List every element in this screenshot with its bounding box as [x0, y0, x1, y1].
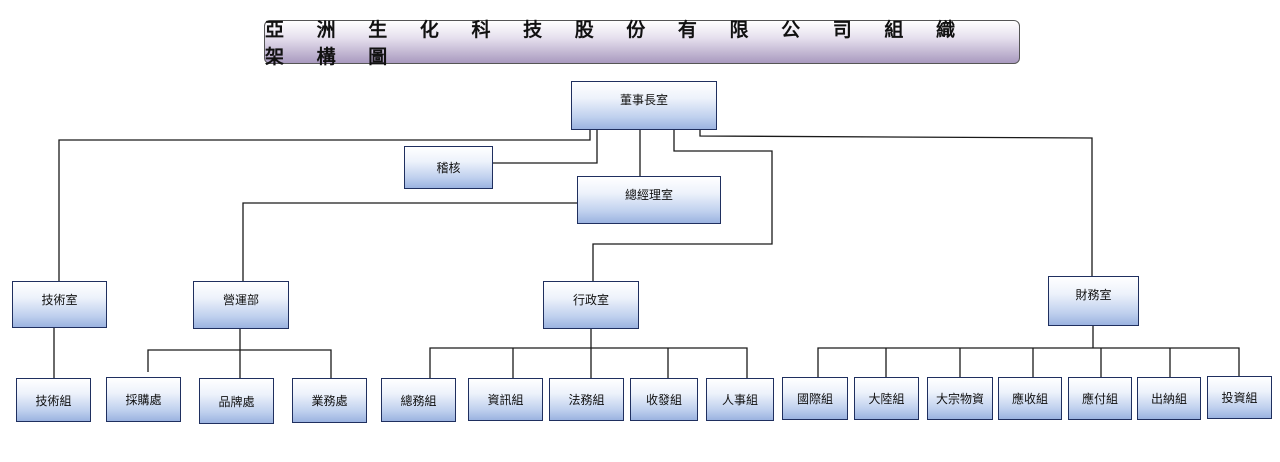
node-brand: 品牌處: [199, 378, 274, 424]
node-tech-group-label: 技術組: [35, 393, 72, 408]
node-general-affairs: 總務組: [381, 378, 456, 422]
chart-title-banner: 亞 洲 生 化 科 技 股 份 有 限 公 司 組 織 架 構 圖: [264, 19, 1020, 68]
node-commodities-label: 大宗物資: [935, 392, 984, 406]
node-cashier-label: 出納組: [1150, 392, 1187, 406]
node-legal: 法務組: [549, 378, 624, 421]
node-receivable: 應收組: [998, 377, 1062, 420]
node-mail: 收發組: [630, 378, 698, 421]
node-mail-label: 收發組: [645, 393, 682, 407]
node-tech-group: 技術組: [16, 378, 91, 422]
node-operations: 營運部: [193, 281, 289, 329]
node-finance: 財務室: [1048, 276, 1139, 326]
node-receivable-label: 應收組: [1011, 392, 1048, 406]
node-tech-office: 技術室: [12, 281, 107, 328]
node-tech-office-label: 技術室: [41, 293, 78, 307]
node-info: 資訊組: [468, 378, 543, 421]
node-operations-label: 營運部: [222, 293, 259, 307]
node-admin-label: 行政室: [572, 293, 609, 307]
node-chairman: 董事長室: [571, 81, 717, 130]
node-mainland: 大陸組: [854, 377, 919, 420]
node-legal-label: 法務組: [568, 393, 605, 407]
node-finance-label: 財務室: [1075, 288, 1112, 302]
node-gm: 總經理室: [577, 176, 721, 224]
node-business: 業務處: [292, 378, 367, 423]
node-audit: 稽核: [404, 146, 493, 189]
node-info-label: 資訊組: [487, 393, 524, 407]
node-hr: 人事組: [706, 378, 774, 421]
node-cashier: 出納組: [1137, 377, 1201, 420]
node-payable: 應付組: [1068, 377, 1132, 420]
node-audit-label: 稽核: [436, 161, 461, 175]
node-procurement-label: 採購處: [125, 393, 162, 407]
node-business-label: 業務處: [311, 394, 348, 408]
node-commodities: 大宗物資: [927, 377, 993, 420]
node-hr-label: 人事組: [721, 393, 758, 407]
node-intl: 國際組: [782, 377, 848, 420]
node-brand-label: 品牌處: [218, 394, 255, 409]
node-mainland-label: 大陸組: [868, 392, 905, 406]
node-procurement: 採購處: [106, 377, 181, 422]
node-investment-label: 投資組: [1221, 391, 1258, 405]
node-gm-label: 總經理室: [624, 188, 673, 202]
node-investment: 投資組: [1207, 376, 1272, 419]
node-payable-label: 應付組: [1081, 392, 1118, 406]
node-admin: 行政室: [543, 281, 639, 329]
node-chairman-label: 董事長室: [619, 93, 668, 107]
chart-title: 亞 洲 生 化 科 技 股 份 有 限 公 司 組 織 架 構 圖: [265, 19, 968, 68]
node-intl-label: 國際組: [796, 392, 833, 406]
node-general-affairs-label: 總務組: [400, 393, 437, 408]
